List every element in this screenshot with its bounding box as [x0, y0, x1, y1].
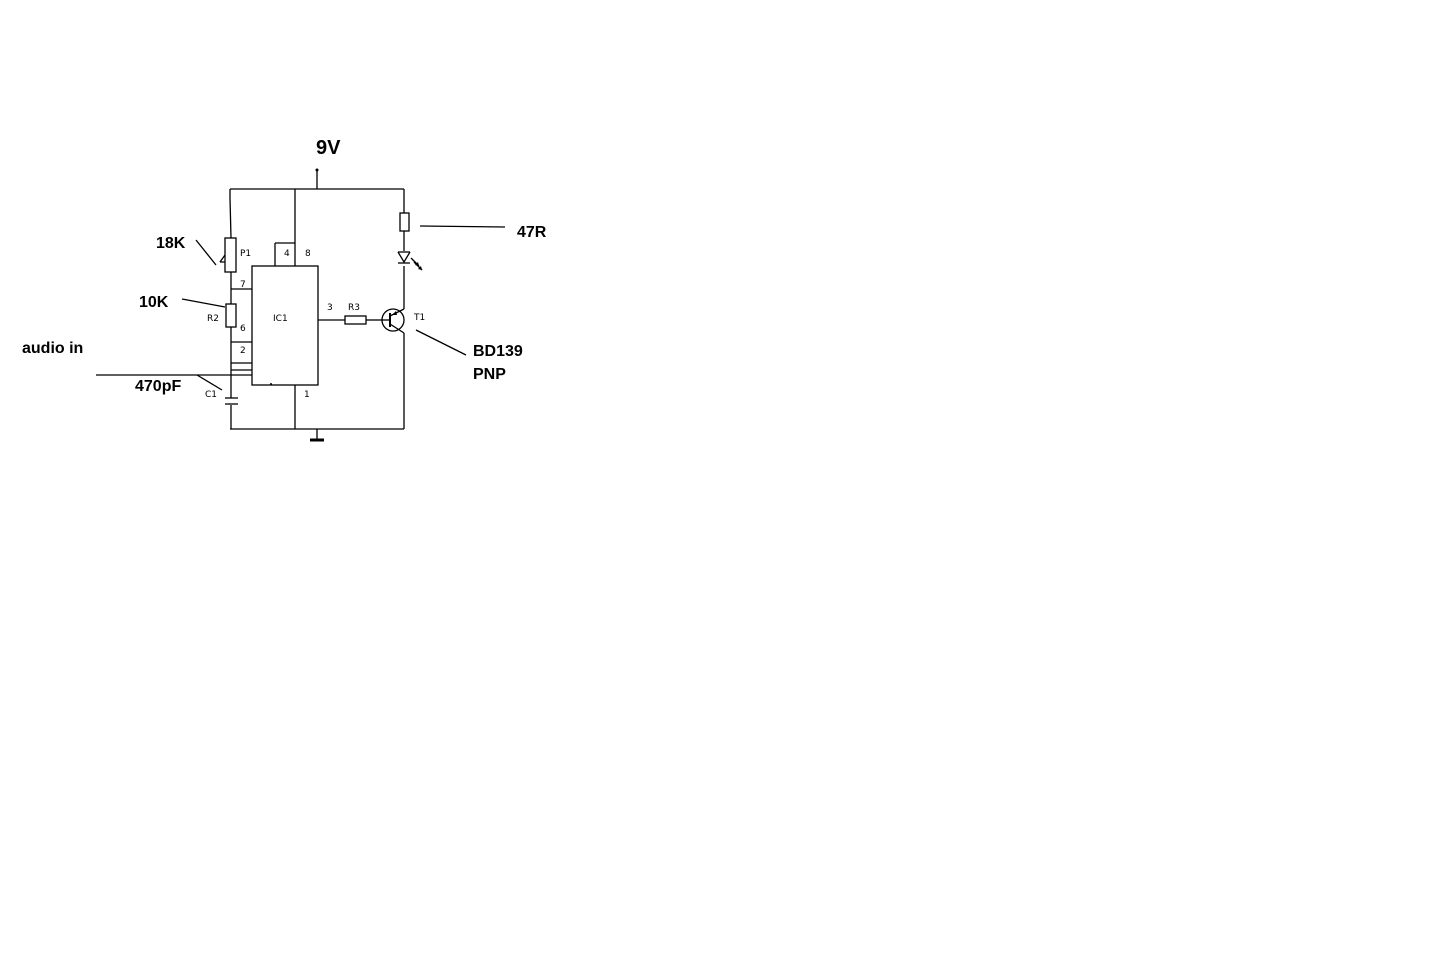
ground-rail [230, 428, 404, 439]
transistor-type-label: BD139 [473, 343, 523, 360]
pin-8-label: 8 [305, 249, 311, 259]
ic1-chip [251, 265, 319, 386]
leader-lines [181, 225, 506, 391]
r3-designator: R3 [348, 303, 360, 313]
supply-rail [230, 168, 404, 190]
c1-value-label: 470pF [135, 378, 181, 395]
resistor-r3 [344, 315, 367, 325]
left-branch-wiring [96, 189, 252, 429]
pin-7-label: 7 [240, 280, 246, 290]
led-resistor-value-label: 47R [517, 224, 547, 241]
pin-2-label: 2 [240, 346, 246, 356]
capacitor-c1 [225, 397, 238, 405]
resistor-r2 [225, 303, 237, 328]
r2-value-label: 10K [139, 294, 169, 311]
p1-designator: P1 [240, 249, 251, 259]
c1-designator: C1 [205, 390, 217, 400]
led-icon [397, 251, 423, 271]
pin-4-label: 4 [284, 249, 290, 259]
audio-input-label: audio in [22, 340, 83, 357]
transistor-polarity-label: PNP [473, 366, 506, 383]
p1-value-label: 18K [156, 235, 186, 252]
pin-1-label: 1 [304, 390, 310, 400]
transistor-t1-icon [381, 308, 405, 334]
potentiometer-p1 [219, 237, 237, 273]
t1-designator: T1 [413, 313, 425, 323]
r2-designator: R2 [207, 314, 219, 324]
resistor-47r [399, 212, 410, 232]
ic1-wiring [274, 189, 382, 429]
ic1-designator: IC1 [273, 314, 288, 324]
pin-6-label: 6 [240, 324, 246, 334]
pin-3-label: 3 [327, 303, 333, 313]
supply-label: 9V [316, 137, 341, 159]
